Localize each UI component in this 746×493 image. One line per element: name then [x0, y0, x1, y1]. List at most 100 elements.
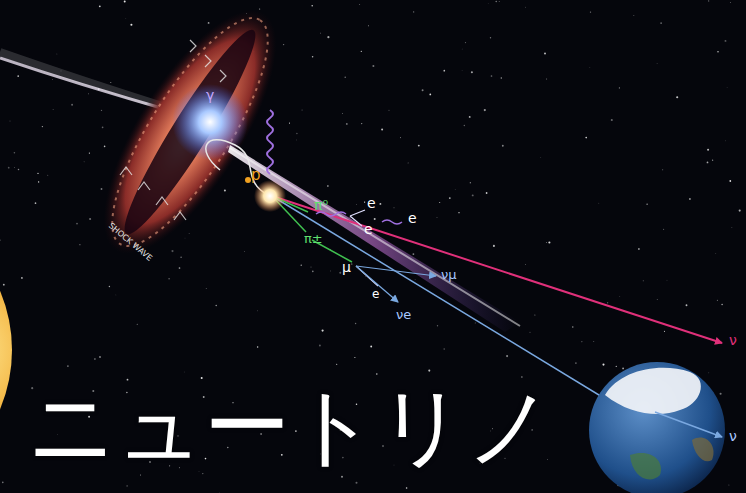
- star: [171, 250, 173, 252]
- star: [525, 263, 527, 265]
- star: [301, 265, 302, 266]
- star: [465, 42, 466, 43]
- star: [205, 288, 207, 290]
- star: [219, 491, 221, 493]
- star: [76, 223, 78, 225]
- star: [534, 315, 535, 316]
- star: [717, 300, 718, 301]
- star: [312, 56, 314, 58]
- star: [469, 116, 471, 118]
- electron-label: e: [408, 211, 417, 225]
- star: [712, 160, 713, 161]
- star: [422, 89, 424, 91]
- star: [472, 194, 474, 196]
- star: [354, 357, 355, 358]
- star: [686, 304, 688, 306]
- gamma-label: γ: [206, 88, 214, 102]
- star: [720, 393, 722, 395]
- star: [728, 484, 729, 485]
- star: [124, 1, 126, 3]
- star: [379, 203, 381, 205]
- star: [607, 302, 608, 303]
- star: [224, 189, 226, 191]
- star: [656, 63, 658, 65]
- star: [345, 77, 346, 78]
- star: [179, 267, 181, 269]
- star: [491, 75, 493, 77]
- star: [544, 53, 546, 55]
- star: [301, 109, 302, 110]
- star: [18, 169, 20, 171]
- star: [418, 145, 420, 147]
- star: [312, 270, 314, 272]
- star: [707, 162, 709, 164]
- star: [361, 123, 362, 124]
- star: [101, 110, 102, 111]
- star: [2, 482, 4, 484]
- star: [56, 53, 58, 55]
- electron-label: e: [372, 288, 379, 300]
- star: [461, 48, 463, 50]
- star: [125, 18, 127, 20]
- star: [99, 5, 101, 7]
- star: [374, 218, 376, 220]
- star: [52, 108, 54, 110]
- star: [708, 372, 710, 374]
- star: [400, 137, 401, 138]
- star: [429, 94, 431, 96]
- star: [244, 251, 246, 253]
- star: [689, 198, 691, 200]
- star: [35, 202, 37, 204]
- star: [126, 485, 127, 486]
- star: [184, 237, 186, 239]
- star: [355, 482, 357, 484]
- star: [388, 109, 390, 111]
- star: [437, 325, 438, 326]
- star: [633, 15, 635, 17]
- star: [486, 192, 488, 194]
- star: [729, 180, 731, 182]
- star: [406, 487, 408, 489]
- proton-label: p: [251, 168, 261, 183]
- star: [540, 157, 542, 159]
- star: [311, 267, 312, 268]
- electron-label: e: [364, 222, 373, 236]
- star: [52, 79, 54, 81]
- star: [529, 331, 531, 333]
- star: [89, 152, 90, 153]
- star: [616, 366, 617, 367]
- star: [471, 71, 473, 73]
- star: [493, 245, 495, 247]
- star: [115, 294, 117, 296]
- muon-label: μ: [342, 260, 351, 274]
- star: [619, 87, 620, 88]
- star: [464, 125, 465, 126]
- star: [140, 474, 142, 476]
- star: [168, 278, 170, 280]
- star: [443, 70, 445, 72]
- star: [289, 123, 290, 124]
- star: [322, 330, 324, 332]
- star: [458, 212, 459, 213]
- star: [619, 295, 621, 297]
- star: [370, 346, 372, 348]
- star: [319, 345, 321, 347]
- star: [202, 473, 203, 474]
- star: [506, 355, 508, 357]
- star: [521, 376, 522, 377]
- star: [296, 139, 298, 141]
- star: [622, 368, 624, 370]
- star: [320, 32, 322, 34]
- star: [9, 120, 11, 122]
- star: [660, 22, 662, 24]
- star: [585, 137, 587, 139]
- star: [545, 242, 547, 244]
- title-text: ニュートリノ: [28, 383, 554, 469]
- star: [470, 182, 471, 183]
- star: [546, 78, 548, 80]
- pion-label: π⁰: [314, 198, 328, 212]
- star: [104, 146, 106, 148]
- star: [611, 119, 613, 121]
- muon-neutrino-label: νμ: [441, 268, 457, 281]
